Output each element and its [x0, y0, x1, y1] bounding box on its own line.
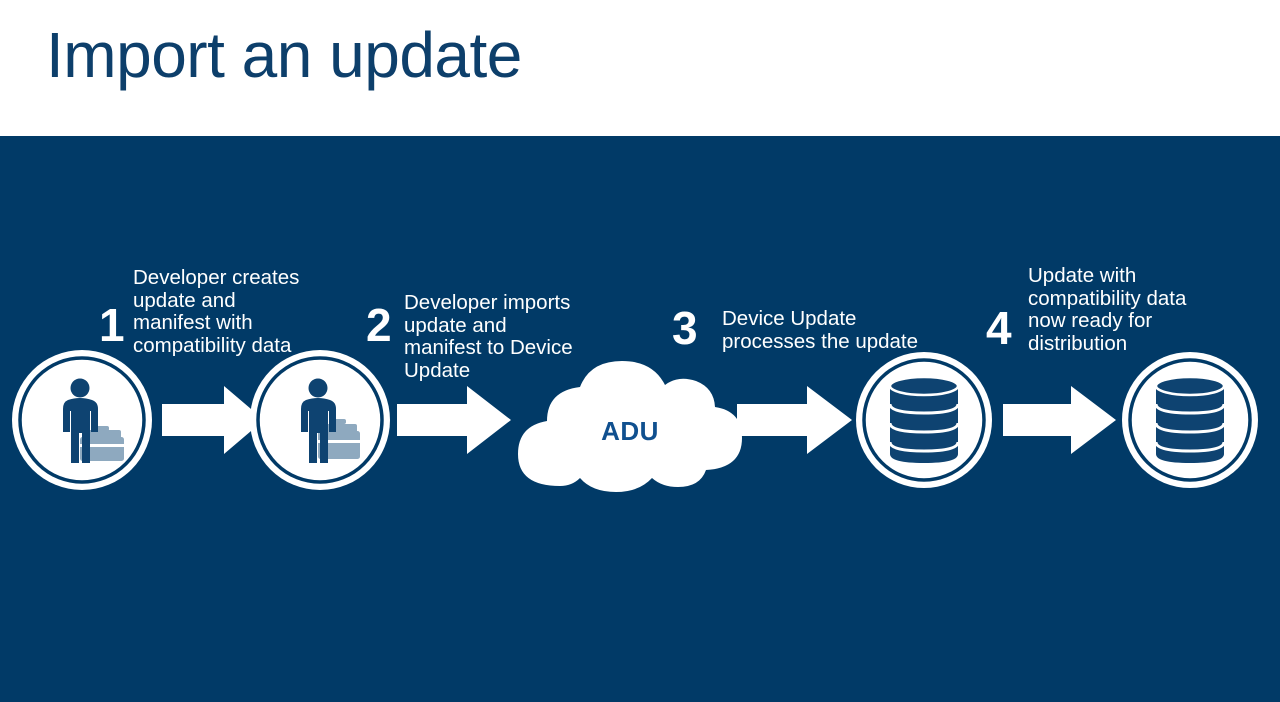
right-block-arrow-icon [397, 386, 511, 454]
briefcase-handle [95, 426, 109, 431]
step-3-icon-group [856, 352, 992, 488]
database-band-3 [1154, 441, 1226, 453]
person-body [301, 398, 336, 463]
database-top [1156, 377, 1224, 395]
arrow-4 [1003, 386, 1116, 454]
step-2-icon-group [250, 350, 390, 490]
slide-header-band: Import an update [0, 0, 1280, 136]
step-3-number: 3 [672, 302, 698, 354]
database-icon [888, 375, 960, 463]
database-top-edge [1154, 375, 1226, 397]
database-icon [1154, 375, 1226, 463]
person-head [308, 378, 328, 398]
step-1-inner-ring [18, 356, 146, 484]
step-4-inner-ring [1128, 358, 1252, 482]
step-1-icon-group [12, 350, 152, 490]
database-band-2 [1154, 422, 1226, 434]
database-band-2 [888, 422, 960, 434]
database-band-1 [888, 403, 960, 415]
database-cylinder [1156, 386, 1224, 463]
step-2-caption: Developer imports update and manifest to… [404, 291, 573, 382]
step-1-number: 1 [99, 299, 125, 351]
arrow-1 [162, 386, 264, 454]
briefcase-seam [80, 444, 124, 447]
step-2-inner-ring [256, 356, 384, 484]
person-with-briefcase-icon [301, 378, 360, 463]
arrow-3 [737, 386, 852, 454]
step-2-number: 2 [366, 299, 392, 351]
cloud-label: ADU [601, 416, 659, 446]
step-4-number: 4 [986, 302, 1012, 354]
cloud-shape [518, 361, 742, 492]
right-block-arrow-icon [162, 386, 264, 454]
person-body [63, 398, 98, 463]
step-1-caption: Developer creates update and manifest wi… [133, 266, 300, 357]
step-3-inner-ring [862, 358, 986, 482]
briefcase-seam [318, 440, 360, 443]
database-top [890, 377, 958, 395]
database-band-1 [1154, 403, 1226, 415]
person-with-briefcase-icon [63, 378, 124, 463]
step-4-caption: Update with compatibility data now ready… [1028, 264, 1187, 355]
step-4-icon-group [1122, 352, 1258, 488]
person-head [70, 378, 90, 398]
database-cylinder [890, 386, 958, 463]
right-block-arrow-icon [1003, 386, 1116, 454]
database-band-3 [888, 441, 960, 453]
cloud-body [518, 361, 742, 492]
briefcase-body [80, 437, 124, 461]
arrow-2 [397, 386, 511, 454]
right-block-arrow-icon [737, 386, 852, 454]
step-3-caption: Device Update processes the update [722, 307, 919, 353]
briefcase-body [318, 431, 360, 459]
briefcase-lid [86, 430, 121, 439]
page-title: Import an update [46, 19, 522, 91]
database-top-edge [888, 375, 960, 397]
